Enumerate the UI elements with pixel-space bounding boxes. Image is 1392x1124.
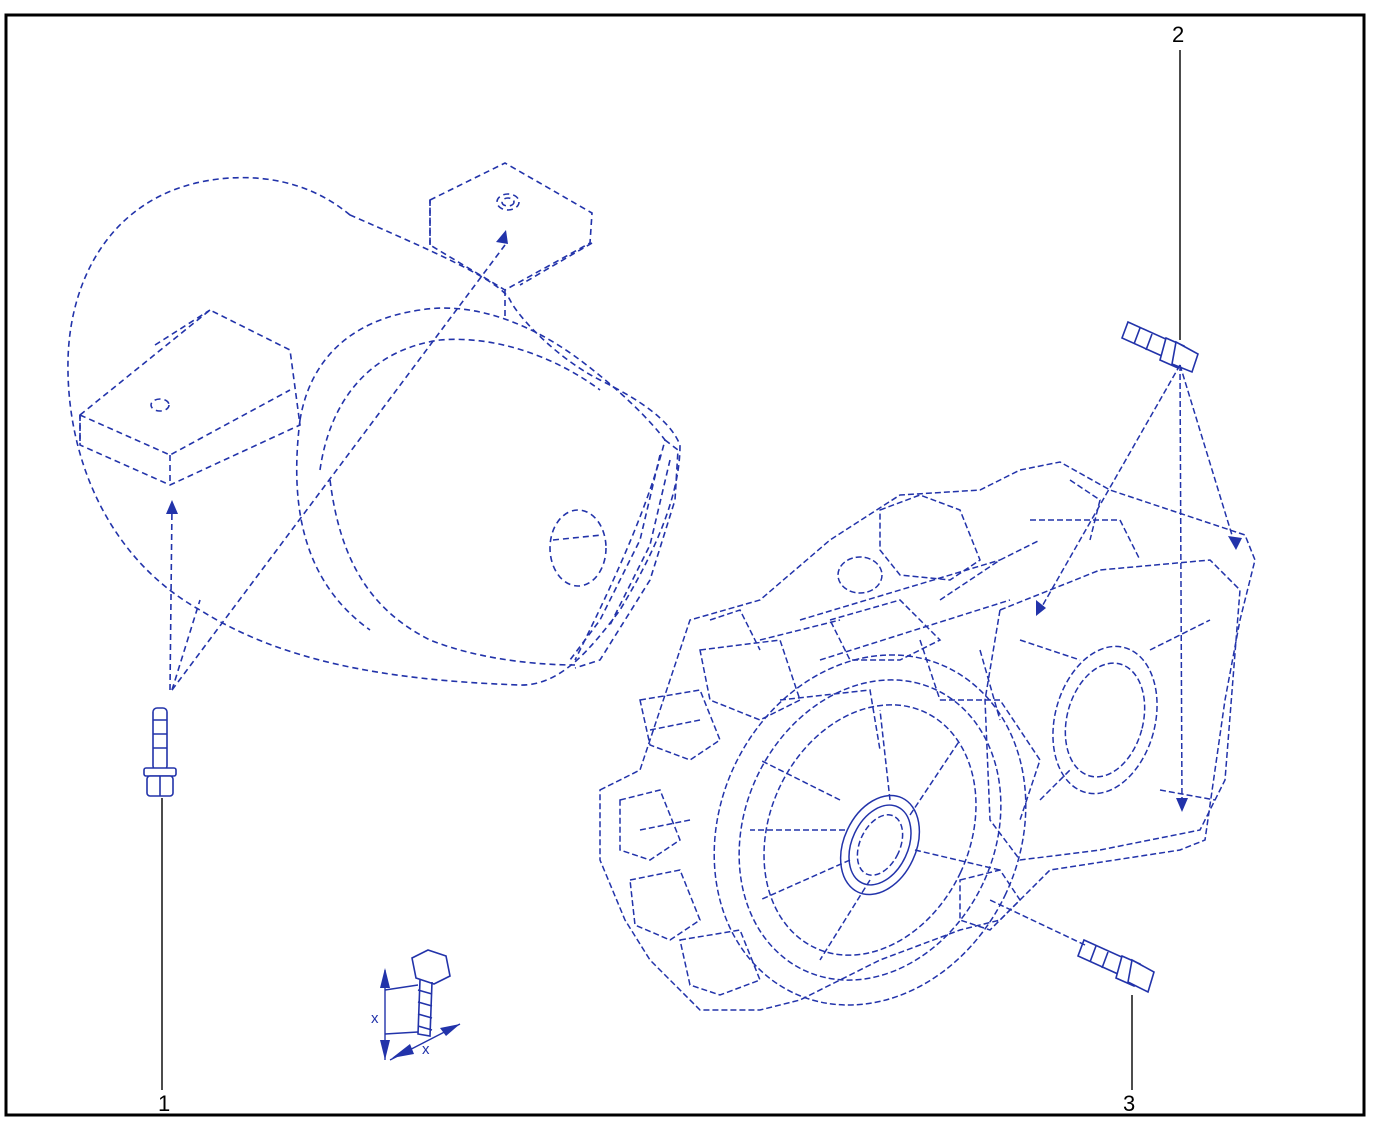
dimension-label-diameter: x: [422, 1041, 430, 1058]
mount-bracket-phantom: [67, 162, 681, 691]
gearbox-housing: [599, 364, 1256, 1011]
diagram-border: [4, 13, 1366, 1117]
callout-label-2: 2: [1172, 22, 1185, 47]
callout-label-3: 3: [1123, 1091, 1136, 1116]
bolt-3: [1076, 938, 1155, 994]
bolt-2: [1120, 320, 1199, 374]
housing-arrows: [1036, 536, 1242, 812]
fastener-dimension-symbol: [380, 949, 461, 1061]
bracket-arrows: [166, 230, 508, 514]
bolt-1: [143, 707, 177, 797]
dimension-label-length: x: [371, 1010, 379, 1027]
callout-label-1: 1: [158, 1091, 171, 1116]
